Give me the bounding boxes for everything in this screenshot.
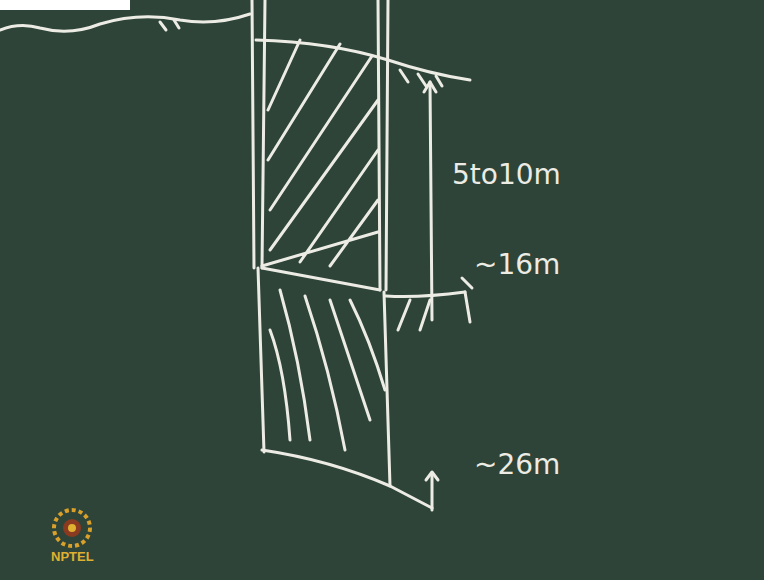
depth-dimension: ~26m bbox=[474, 450, 560, 481]
logo-text: NPTEL bbox=[51, 550, 94, 564]
nptel-logo bbox=[54, 510, 90, 546]
depth-dimension: ~16m bbox=[474, 250, 560, 281]
depth-dimension: 5to10m bbox=[452, 160, 561, 191]
